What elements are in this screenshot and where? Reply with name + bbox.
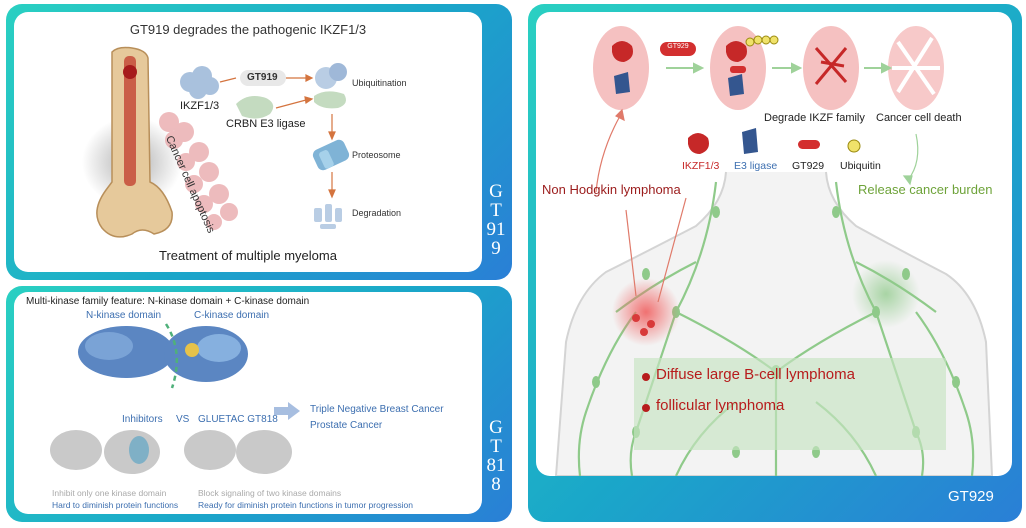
gt919-pill-label: GT919	[247, 72, 278, 83]
degradation-label: Degradation	[352, 208, 402, 218]
dead-cell-icon	[892, 36, 940, 96]
release-label: Release cancer burden	[858, 182, 993, 197]
release-pointer	[902, 133, 919, 186]
gluetac-label: GLUETAC GT818	[198, 414, 278, 425]
cell-1-icon	[593, 26, 649, 110]
pathway-arrows	[219, 74, 336, 199]
indication-arrow	[274, 402, 300, 420]
ubiquitination-icon	[314, 63, 347, 109]
gt929-panel: GT929 Degrade IKZF family Cancer cell de…	[528, 4, 1022, 522]
degrade-label: Degrade IKZF family	[764, 112, 865, 124]
left-caption-1: Inhibit only one kinase domain	[52, 488, 167, 498]
crbn-ligase-icon	[236, 96, 274, 119]
subtype-2-bullet	[642, 404, 650, 412]
gt919-panel: GT919 degrades the pathogenic IKZF1/3 IK…	[6, 4, 512, 280]
ikzf-ubiquitin-complex-icon	[726, 35, 779, 96]
indication-2: Prostate Cancer	[310, 420, 383, 431]
legend-ubiquitin-icon	[847, 139, 861, 153]
proteosome-icon	[312, 139, 350, 171]
degraded-ikzf-icon	[814, 47, 848, 85]
legend-ubiquitin-label: Ubiquitin	[840, 160, 881, 172]
tumor-site-icon	[612, 278, 680, 346]
nhl-pointers	[595, 108, 687, 303]
subtype-box	[634, 358, 946, 450]
gt919-pill	[240, 70, 286, 86]
subtype-2-label: follicular lymphoma	[656, 397, 785, 414]
crbn-label: CRBN E3 ligase	[226, 118, 306, 130]
kinase-protein-icon	[78, 323, 248, 389]
gt818-side-label: GT818	[486, 417, 506, 495]
gt929-side-label: GT929	[948, 488, 994, 505]
legend-ikzf-icon	[688, 133, 709, 154]
gt919-footer: Treatment of multiple myeloma	[159, 248, 337, 263]
legend-drug-icon	[798, 140, 820, 149]
gt818-card: Multi-kinase family feature: N-kinase do…	[14, 292, 482, 514]
degradation-icon	[314, 204, 342, 229]
subtype-1-label: Diffuse large B-cell lymphoma	[656, 366, 855, 383]
ikzf-label: IKZF1/3	[180, 100, 220, 112]
gt929-illustration	[554, 26, 994, 476]
marrow-icon	[124, 56, 136, 186]
gt818-illustration	[50, 323, 300, 474]
gt818-panel: Multi-kinase family feature: N-kinase do…	[6, 286, 512, 522]
c-domain-label: C-kinase domain	[194, 310, 270, 321]
proteosome-label: Proteosome	[352, 150, 401, 160]
gt929-pill-icon	[660, 42, 696, 56]
cancer-cells-icon	[159, 112, 238, 230]
inhibitor-protein-icon	[50, 430, 160, 474]
legend-ikzf-label: IKZF1/3	[682, 160, 720, 172]
gt919-card: GT919 degrades the pathogenic IKZF1/3 IK…	[14, 12, 482, 272]
nhl-label: Non Hodgkin lymphoma	[542, 182, 681, 197]
gt929-card: GT929 Degrade IKZF family Cancer cell de…	[536, 12, 1012, 476]
ikzf-icon	[180, 66, 219, 99]
n-domain-label: N-kinase domain	[86, 310, 162, 321]
gt919-title: GT919 degrades the pathogenic IKZF1/3	[129, 22, 367, 37]
mechanism-arrows	[666, 62, 893, 74]
legend-drug-label: GT929	[792, 160, 825, 172]
left-caption-2: Hard to diminish protein functions	[52, 500, 179, 510]
ikzf-in-cell-1	[612, 41, 633, 94]
cleared-site-icon	[852, 260, 920, 328]
gt818-title: Multi-kinase family feature: N-kinase do…	[26, 296, 310, 307]
ubiquitination-label: Ubiquitination	[352, 78, 407, 88]
vs-label: VS	[176, 414, 190, 425]
legend-ligase-label: E3 ligase	[734, 160, 778, 172]
legend-ligase-icon	[742, 128, 758, 154]
death-label: Cancer cell death	[876, 112, 962, 124]
tumor-icon	[123, 65, 137, 79]
right-caption-2: Ready for diminish protein functions in …	[198, 500, 413, 510]
inhibitors-label: Inhibitors	[122, 414, 163, 425]
right-caption-1: Block signaling of two kinase domains	[198, 488, 342, 498]
indication-1: Triple Negative Breast Cancer	[310, 404, 444, 415]
gt929-pill-label: GT929	[667, 43, 689, 50]
subtype-1-bullet	[642, 373, 650, 381]
gluetac-protein-icon	[184, 430, 292, 474]
gt919-side-label: GT919	[486, 181, 506, 259]
gt919-illustration	[82, 46, 350, 238]
